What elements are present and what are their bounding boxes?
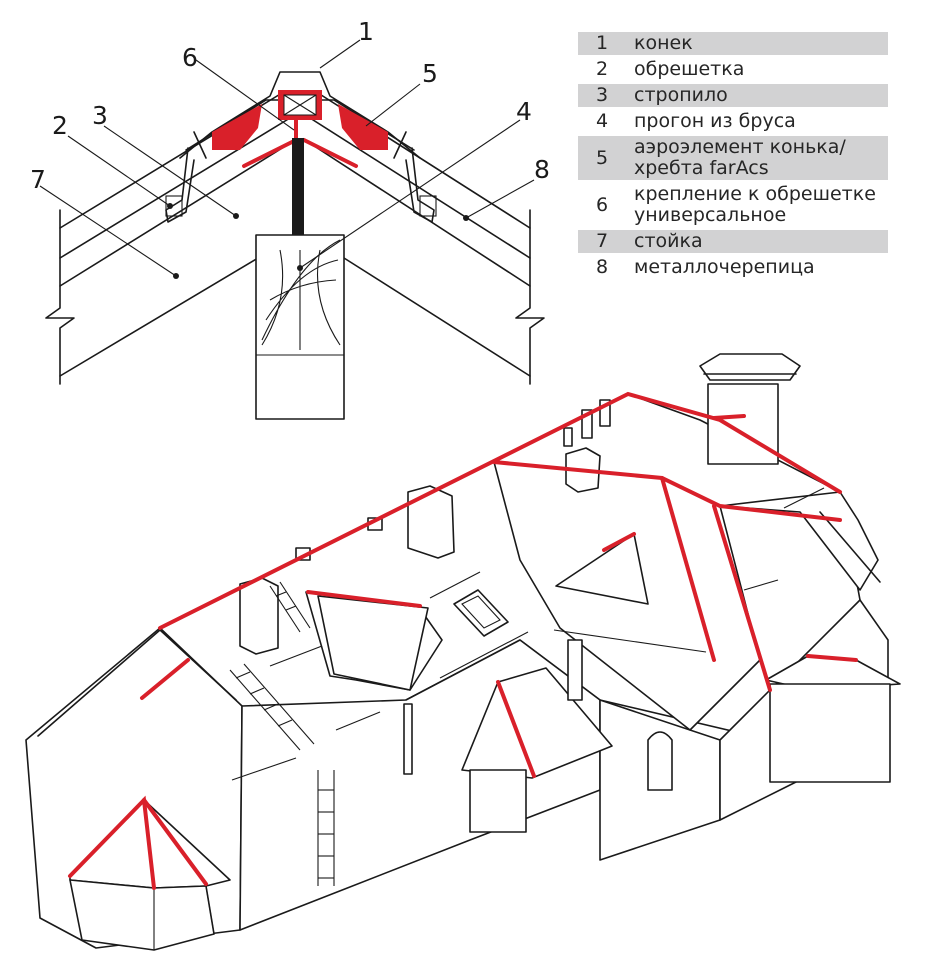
callout-6: 6 <box>182 43 198 72</box>
legend-row: 1 конек <box>578 32 888 55</box>
legend-row: 3 стропило <box>578 84 888 107</box>
legend-label: аэроэлемент конька/ хребта farAcs <box>626 136 888 180</box>
legend-row: 6 крепление к обрешетке универсальное <box>578 183 888 227</box>
legend-number: 3 <box>578 84 626 107</box>
callout-4: 4 <box>516 97 532 126</box>
house-illustration <box>25 353 901 951</box>
legend-label: прогон из бруса <box>634 110 796 132</box>
legend-row: 7 стойка <box>578 230 888 253</box>
legend-row: 2 обрешетка <box>578 58 888 81</box>
legend-row: 8 металлочерепица <box>578 256 888 279</box>
callout-5: 5 <box>422 59 438 88</box>
legend-number: 4 <box>595 110 609 132</box>
legend-number: 2 <box>595 58 609 80</box>
callout-7: 7 <box>30 165 46 194</box>
callout-3: 3 <box>92 101 108 130</box>
ridge-section-diagram: 1 2 3 4 5 6 7 8 <box>30 17 550 420</box>
legend-label: стропило <box>626 84 888 107</box>
callout-1: 1 <box>358 17 374 46</box>
legend-label: крепление к обрешетке универсальное <box>634 183 876 226</box>
legend-label: обрешетка <box>634 58 745 80</box>
legend-number: 6 <box>595 193 609 216</box>
legend-label: металлочерепица <box>634 256 815 278</box>
callout-8: 8 <box>534 155 550 184</box>
legend-row: 5 аэроэлемент конька/ хребта farAcs <box>578 136 888 180</box>
legend-number: 1 <box>578 32 626 55</box>
legend-number: 7 <box>578 230 626 253</box>
legend-number: 5 <box>578 136 626 180</box>
legend-label: конек <box>626 32 888 55</box>
callout-2: 2 <box>52 111 68 140</box>
legend-row: 4 прогон из бруса <box>578 110 888 133</box>
legend-table: 1 конек 2 обрешетка 3 стропило 4 прогон … <box>578 29 888 282</box>
legend-number: 8 <box>595 256 609 278</box>
legend-label: стойка <box>626 230 888 253</box>
